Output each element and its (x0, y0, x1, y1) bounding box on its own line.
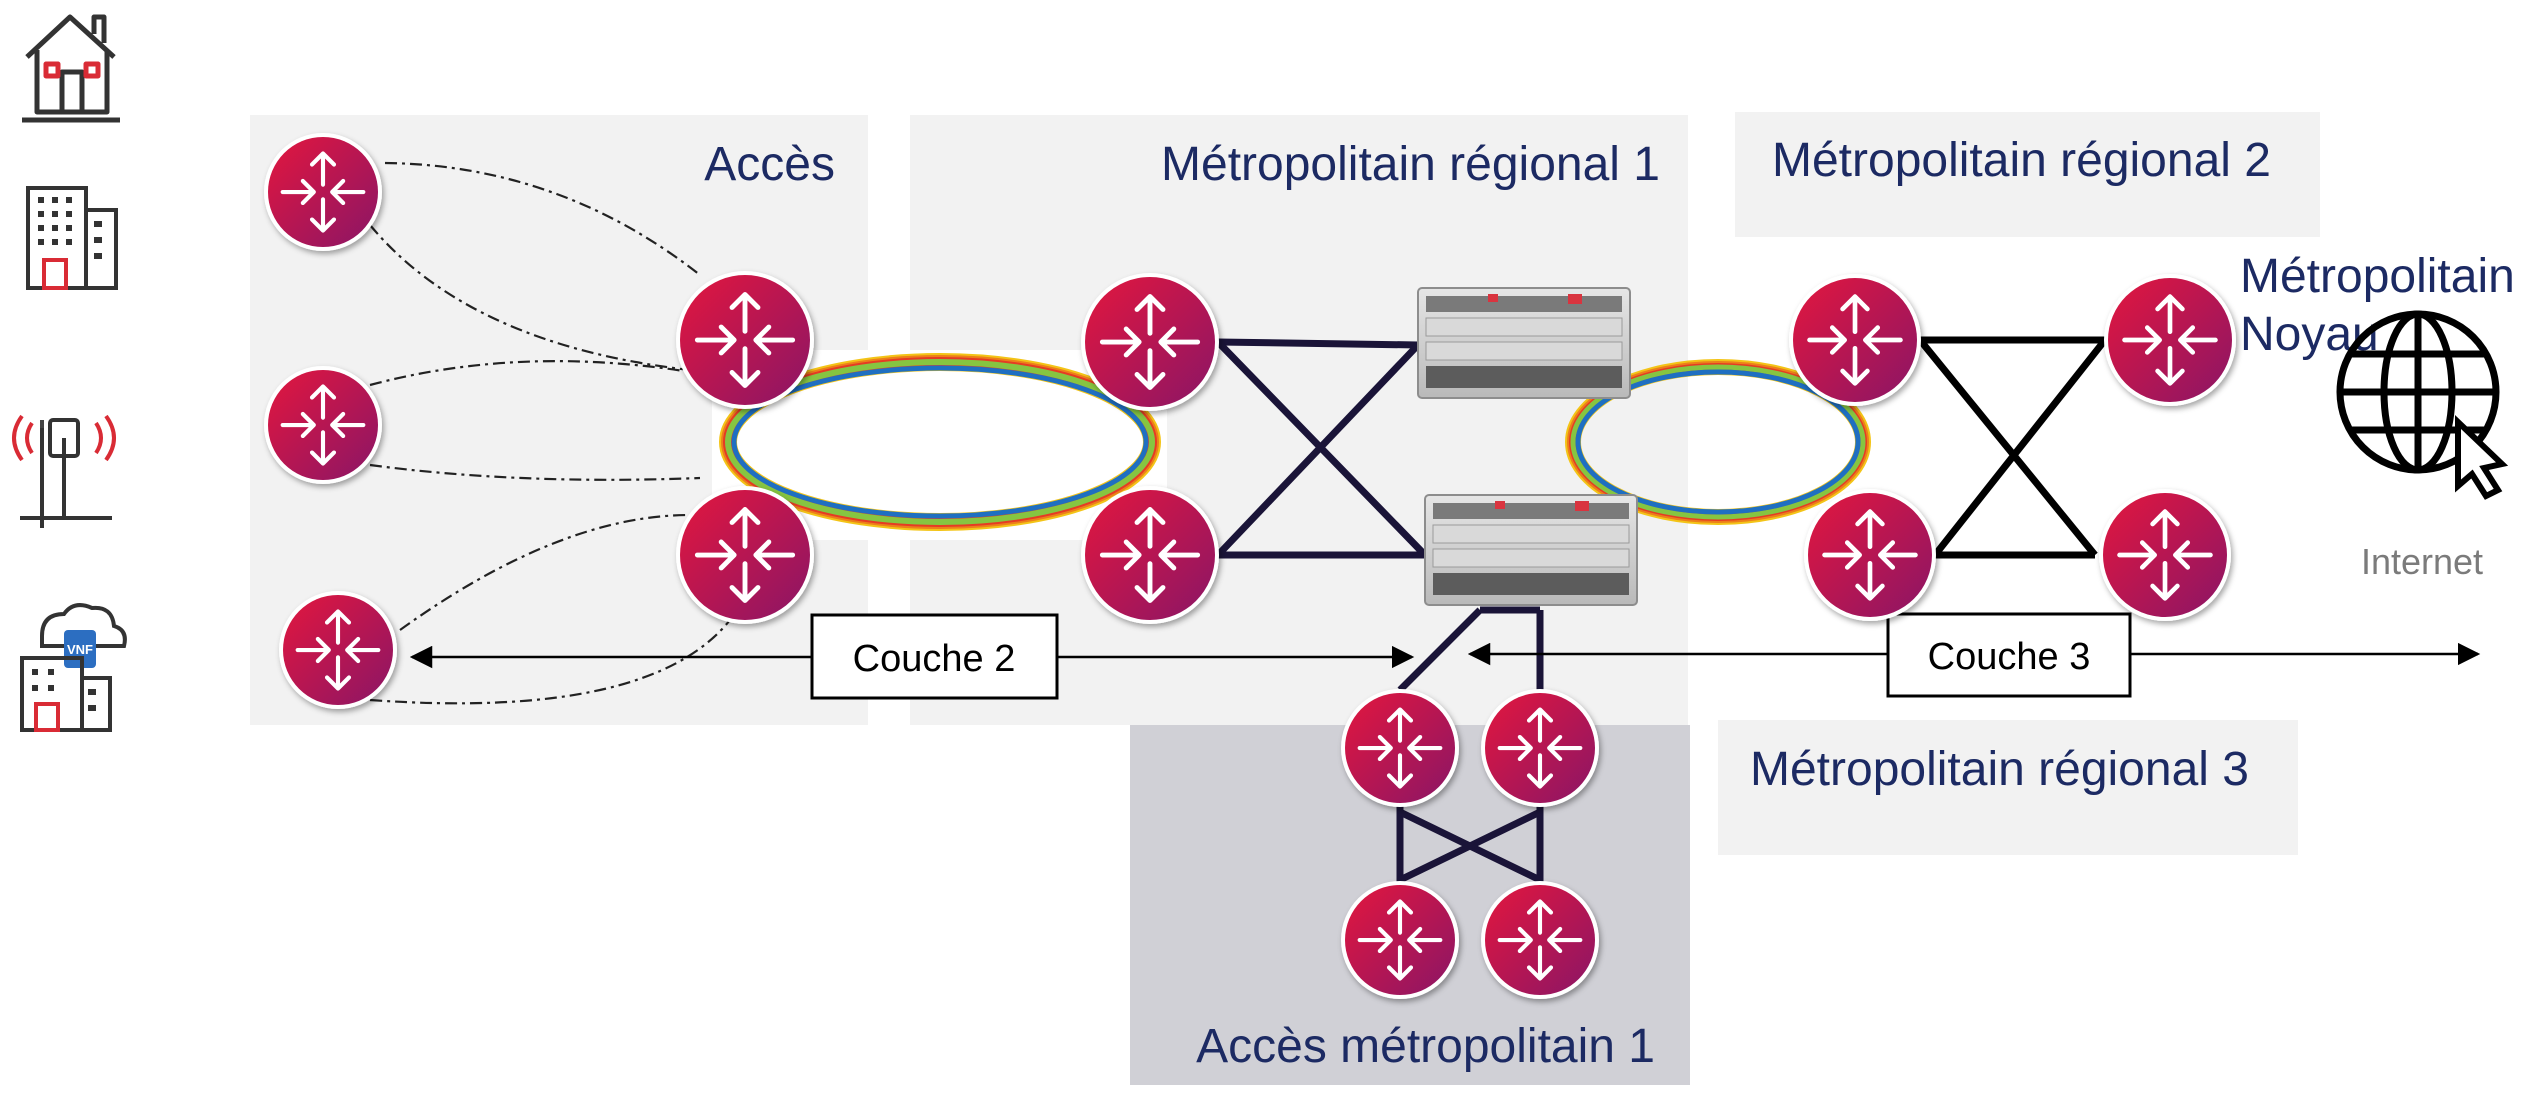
zone-label-acces: Accès (704, 138, 835, 191)
router-arrows-icon (1357, 899, 1443, 981)
metro-access-router-3 (1341, 881, 1459, 999)
metro-2-router-2 (1804, 489, 1936, 621)
router-arrows-icon (2122, 294, 2218, 386)
zone-metro-regional-2 (1735, 112, 2320, 237)
internet-globe-icon (2336, 310, 2509, 500)
zone-label-acces-metro-1: Accès métropolitain 1 (1196, 1020, 1655, 1073)
zone-metro-regional-3 (1718, 720, 2298, 855)
access-router-1 (264, 133, 382, 251)
zone-label-metro-regional-3: Métropolitain régional 3 (1750, 743, 2249, 796)
metro-ring (1565, 359, 1871, 525)
metro-core-router-2 (2099, 489, 2231, 621)
zone-label-metro-regional-2: Métropolitain régional 2 (1772, 134, 2271, 187)
access-dashed-links (369, 161, 731, 705)
metro-2-router-1 (1789, 274, 1921, 406)
office-building-icon (26, 186, 118, 290)
house-icon (22, 14, 120, 123)
router-arrows-icon (280, 151, 366, 233)
router-arrows-icon (694, 507, 796, 603)
cell-tower-icon (12, 414, 116, 528)
router-arrows-icon (2117, 509, 2213, 601)
access-router-2 (264, 366, 382, 484)
chassis-switch-top (1417, 287, 1631, 399)
vnf-cloud-building-icon: VNF (20, 603, 127, 732)
router-arrows-icon (1497, 707, 1583, 789)
router-arrows-icon (280, 384, 366, 466)
router-arrows-icon (1497, 899, 1583, 981)
metro-core-router-1 (2104, 274, 2236, 406)
router-arrows-icon (1822, 509, 1918, 601)
access-router-3 (279, 591, 397, 709)
router-arrows-icon (694, 292, 796, 388)
couche-3-label: Couche 3 (1886, 612, 2132, 698)
couche-2-text: Couche 2 (853, 638, 1016, 680)
zone-label-metro-regional-1: Métropolitain régional 1 (1161, 138, 1660, 191)
access-ring-router-top (676, 271, 814, 409)
couche-2-label: Couche 2 (810, 613, 1059, 700)
metro-1-links (1215, 338, 1428, 559)
router-arrows-icon (1099, 294, 1201, 390)
router-arrows-icon (295, 609, 381, 691)
svg-text:VNF: VNF (67, 642, 93, 657)
internet-label: Internet (2361, 541, 2483, 582)
chassis-switch-bottom (1424, 494, 1638, 606)
metro-2-links (1917, 336, 2108, 559)
access-ring (719, 353, 1161, 531)
access-ring-router-bottom (676, 486, 814, 624)
metro-access-router-4 (1481, 881, 1599, 999)
metro-1-router-top (1081, 273, 1219, 411)
router-arrows-icon (1807, 294, 1903, 386)
router-arrows-icon (1099, 507, 1201, 603)
metro-access-router-2 (1481, 689, 1599, 807)
zone-label-metro-noyau-line1: Métropolitain (2240, 250, 2515, 303)
couche-3-text: Couche 3 (1928, 636, 2091, 678)
metro-access-router-1 (1341, 689, 1459, 807)
routers (264, 133, 2236, 999)
router-arrows-icon (1357, 707, 1443, 789)
metro-1-router-bottom (1081, 486, 1219, 624)
